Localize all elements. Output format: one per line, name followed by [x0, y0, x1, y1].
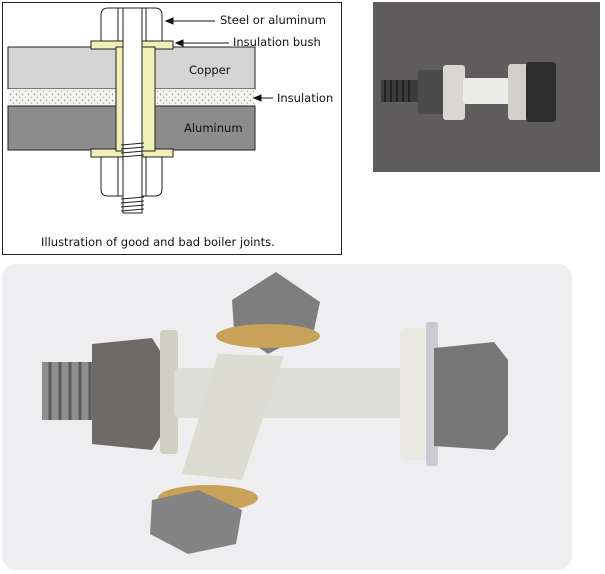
insulated-bolt-assembly-photo: [373, 2, 600, 172]
aluminum-plate-right: [154, 105, 256, 151]
aluminum-plate-left: [7, 105, 117, 151]
label-steel-or-aluminum: Steel or aluminum: [220, 13, 326, 27]
copper-plate-right: [154, 46, 256, 90]
bolt-shank: [122, 7, 143, 214]
bolt-joint-drawing: [7, 7, 273, 214]
label-copper: Copper: [189, 63, 231, 77]
label-leaders: [164, 17, 273, 102]
label-aluminum: Aluminum: [184, 121, 243, 135]
copper-plate-left: [7, 46, 117, 90]
insulated-bolt-kits-photo: [2, 264, 572, 570]
label-insulation: Insulation: [277, 91, 334, 105]
bolt-threads: [120, 142, 145, 212]
diagram-caption: Illustration of good and bad boiler join…: [41, 235, 275, 249]
label-insulation-bush: Insulation bush: [233, 35, 321, 49]
bolt-joint-diagram: Steel or aluminum Insulation bush Copper…: [2, 2, 342, 255]
